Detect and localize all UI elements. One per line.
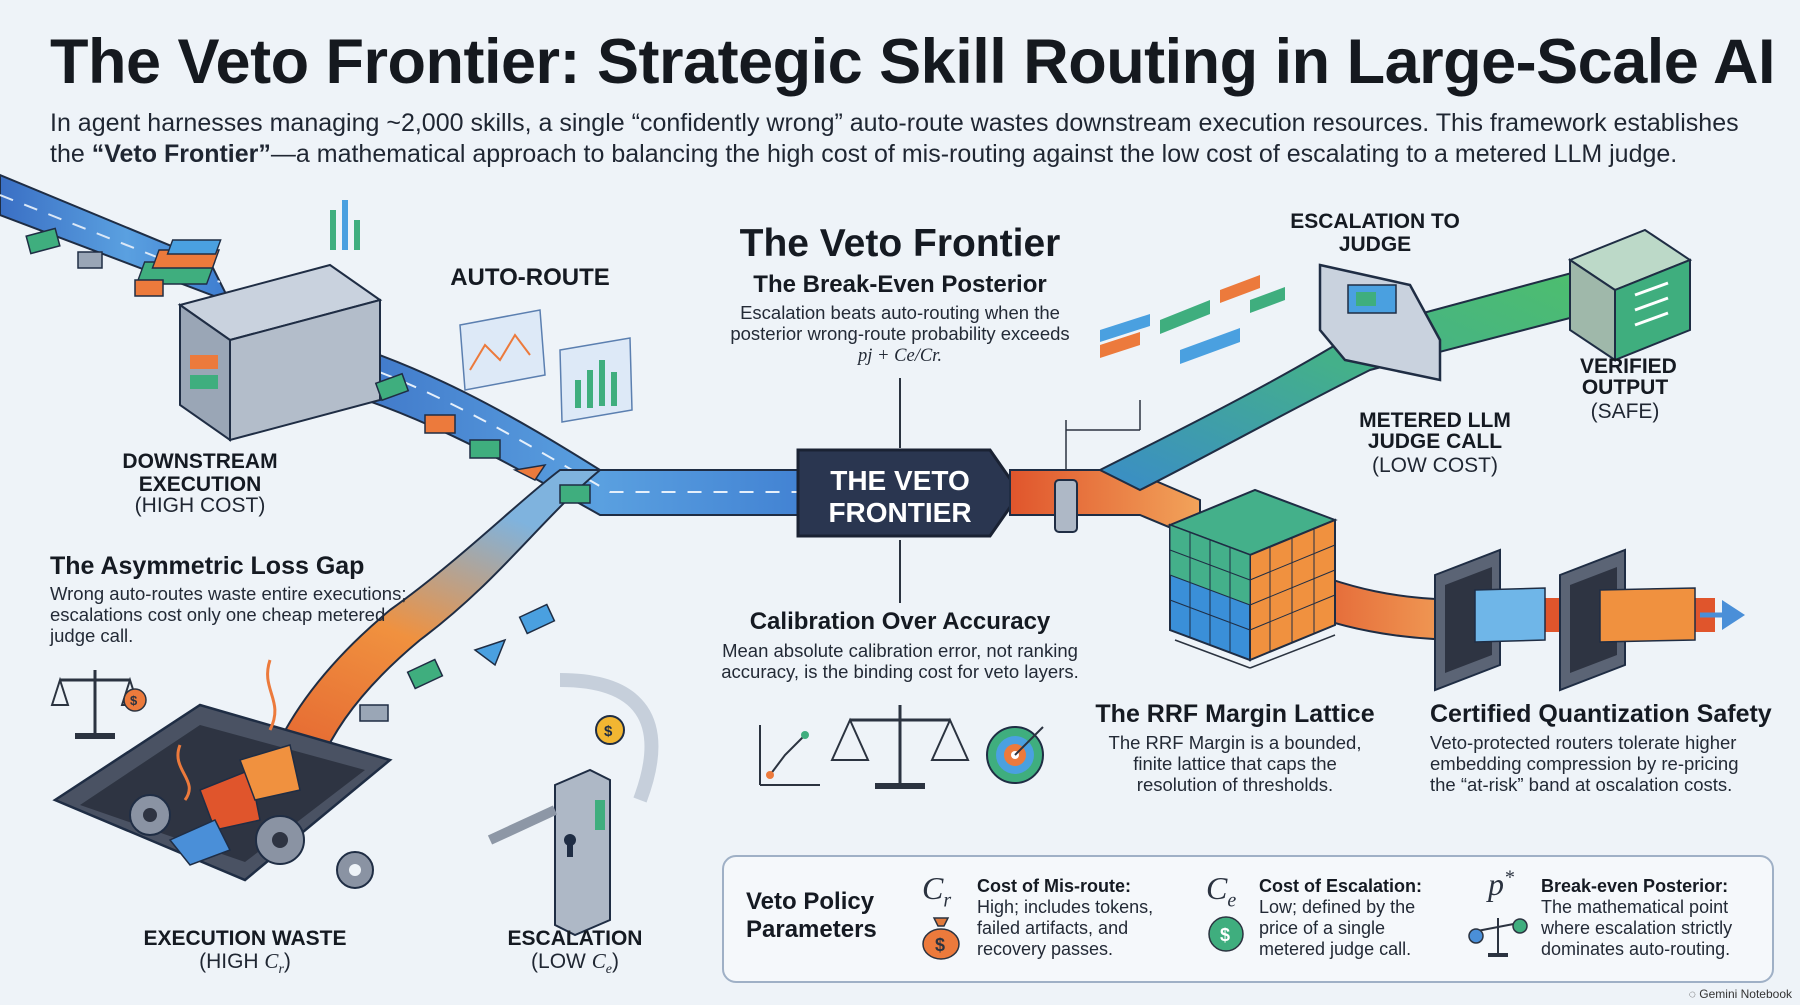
veto-policy-legend (722, 855, 1774, 983)
frontier-formula: pj + Ce/Cr. (858, 346, 942, 366)
legend-symbol-ce-subscript: e (1227, 889, 1237, 912)
auto-route-cards (330, 200, 633, 423)
legend-symbol-cr-subscript: r (943, 889, 952, 912)
execution-waste-cost-post: ) (283, 950, 291, 973)
quantization-text: Veto-protected routers tolerate higher e… (1430, 732, 1739, 795)
calibration-title: Calibration Over Accuracy (749, 608, 1051, 635)
subtitle-pre: In agent harnesses managing ~2,000 skill… (50, 109, 1739, 168)
frontier-text-body: Escalation beats auto-routing when the p… (730, 302, 1070, 344)
frontier-node-line-1: THE VETO (830, 465, 970, 496)
calibration-icons (759, 705, 1044, 789)
legend-title-misroute: Cost of Mis-route: (977, 876, 1131, 896)
credit-text: Gemini Notebook (1699, 987, 1792, 1001)
credit-label: ◌ Gemini Notebook (1689, 987, 1792, 1001)
legend-symbol-pstar-superscript: * (1504, 866, 1514, 889)
money-bag-icon: $ (922, 917, 960, 960)
legend-text-posterior: The mathematical point where escalation … (1541, 897, 1733, 959)
quantization-frames (1434, 548, 1696, 692)
rrf-lattice-text: The RRF Margin is a bounded, finite latt… (1108, 732, 1362, 795)
legend-text-misroute: High; includes tokens, failed artifacts,… (977, 897, 1154, 959)
downstream-execution-label: DOWNSTREAM EXECUTION (122, 450, 278, 496)
data-packets (25, 227, 591, 722)
execution-waste-label: EXECUTION WASTE (143, 927, 347, 950)
execution-waste-cost-subscript: r (278, 962, 284, 978)
verified-output-box (1567, 228, 1693, 362)
legend-text-escalation: Low; defined by the price of a single me… (1259, 897, 1416, 959)
execution-waste-cost-pre: (HIGH (199, 950, 265, 973)
subtitle-bold: “Veto Frontier” (91, 140, 271, 168)
escalation-cost-pre: (LOW (531, 950, 592, 973)
gemini-logo-icon: ◌ (1688, 987, 1696, 1001)
escalation-to-judge-label: ESCALATION TO JUDGE (1290, 210, 1460, 256)
legend-title-posterior: Break-even Posterior: (1541, 876, 1729, 896)
auto-route-label: AUTO-ROUTE (450, 264, 610, 291)
svg-text:$: $ (1220, 925, 1230, 945)
frontier-node-label: THE VETO FRONTIER (800, 465, 1000, 529)
frontier-text: Escalation beats auto-routing when the p… (730, 302, 1070, 367)
execution-waste-cost-symbol: C (264, 949, 279, 973)
legend-symbol-ce-letter: C (1206, 870, 1228, 906)
legend-symbol-cr: Cr (922, 870, 951, 912)
rrf-lattice-cube (1167, 488, 1338, 669)
loss-scale-icon: $ (50, 670, 147, 739)
svg-text:$: $ (935, 935, 945, 955)
judge-data-bars (1100, 275, 1285, 364)
calibration-text: Mean absolute calibration error, not ran… (721, 640, 1079, 682)
frontier-node-line-2: FRONTIER (828, 497, 972, 528)
legend-symbol-ce: Ce (1206, 870, 1236, 912)
subtitle-post: —a mathematical approach to balancing th… (270, 140, 1678, 168)
downstream-execution-cost: (HIGH COST) (134, 494, 266, 517)
quantization-title: Certified Quantization Safety (1430, 700, 1772, 728)
legend-symbol-cr-letter: C (922, 870, 944, 906)
svg-text:$: $ (130, 693, 138, 708)
coin-icon: $ (1208, 916, 1244, 952)
legend-symbol-pstar-letter: p (1488, 866, 1504, 902)
balance-icon (1468, 918, 1528, 957)
verified-output-sub: (SAFE) (1590, 400, 1660, 423)
escalation-cost-subscript: e (605, 962, 612, 978)
judge-gate (1318, 263, 1442, 382)
metered-judge-cost: (LOW COST) (1372, 454, 1498, 477)
legend-title-escalation: Cost of Escalation: (1259, 876, 1423, 896)
escalation-cost: (LOW Ce) (475, 950, 675, 981)
escalation-cost-symbol: C (591, 949, 606, 973)
escalation-branch (559, 673, 659, 803)
loss-gap-title: The Asymmetric Loss Gap (50, 552, 365, 580)
legend-symbol-pstar: p* (1488, 866, 1514, 903)
escalation-cost-post: ) (611, 950, 619, 973)
frontier-node (796, 448, 1022, 538)
rrf-lattice-title: The RRF Margin Lattice (1095, 700, 1375, 728)
svg-text:$: $ (604, 723, 613, 740)
legend-heading: Veto Policy Parameters (746, 888, 877, 943)
execution-waste-cost: (HIGH Cr) (130, 950, 360, 981)
metered-judge-label: METERED LLM JUDGE CALL (1359, 409, 1511, 453)
escalation-gate: $ (487, 715, 625, 937)
frontier-subtitle: The Break-Even Posterior (753, 271, 1047, 298)
waste-pit (52, 659, 393, 889)
verified-output-label: VERIFIED OUTPUT (1580, 355, 1677, 399)
page-title: The Veto Frontier: Strategic Skill Routi… (50, 27, 1775, 97)
page-subtitle: In agent harnesses managing ~2,000 skill… (50, 108, 1770, 170)
router-box (135, 239, 383, 442)
loss-gap-text: Wrong auto-routes waste entire execution… (50, 583, 407, 646)
frontier-title: The Veto Frontier (739, 222, 1061, 265)
escalation-label: ESCALATION (507, 927, 643, 950)
